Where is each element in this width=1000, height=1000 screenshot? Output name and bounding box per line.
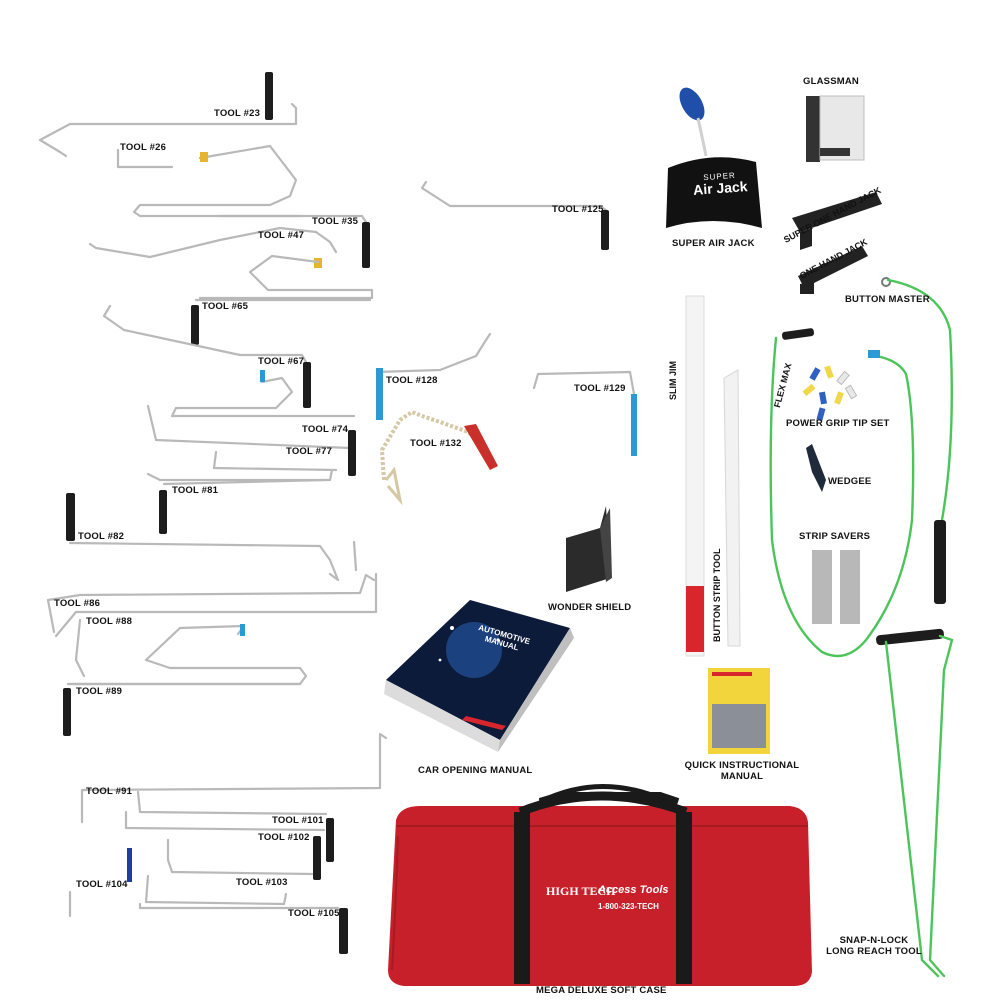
case-brand-left: HIGH TECH	[546, 884, 616, 898]
label-tool-105: TOOL #105	[288, 908, 340, 919]
label-tool-88: TOOL #88	[86, 616, 133, 627]
label-snap-n-lock: SNAP-N-LOCK LONG REACH TOOL	[818, 935, 930, 957]
tool-65	[102, 298, 372, 364]
car-opening-manual	[384, 600, 574, 752]
snap-n-lock-long-reach-tool	[876, 628, 954, 978]
label-tool-129: TOOL #129	[574, 383, 626, 394]
quick-instructional-manual	[708, 668, 770, 754]
label-tool-125: TOOL #125	[552, 204, 604, 215]
tool-81	[159, 478, 328, 534]
label-button-master: BUTTON MASTER	[845, 294, 930, 305]
label-tool-132: TOOL #132	[410, 438, 462, 449]
label-slim-jim: SLIM JIM	[668, 360, 678, 400]
label-power-grip-tip-set: POWER GRIP TIP SET	[786, 418, 890, 429]
power-grip-tip-set	[802, 365, 858, 421]
tool-47	[88, 226, 374, 300]
tool-35	[218, 214, 370, 268]
tool-104	[68, 848, 132, 918]
air-jack-name-text: Air Jack	[692, 178, 749, 198]
tool-103	[144, 874, 288, 906]
label-tool-89: TOOL #89	[76, 686, 123, 697]
button-master	[881, 277, 953, 604]
super-air-jack	[666, 87, 762, 228]
wedgee	[806, 444, 826, 492]
label-tool-104: TOOL #104	[76, 879, 128, 890]
slim-jim	[685, 295, 705, 657]
tool-129	[532, 370, 637, 456]
tool-88	[72, 618, 308, 686]
label-tool-23: TOOL #23	[214, 108, 261, 119]
label-tool-102: TOOL #102	[258, 832, 310, 843]
label-tool-47: TOOL #47	[258, 230, 305, 241]
label-tool-35: TOOL #35	[312, 216, 359, 227]
label-tool-81: TOOL #81	[172, 485, 219, 496]
label-mega-deluxe-soft-case: MEGA DELUXE SOFT CASE	[536, 985, 667, 996]
label-strip-savers: STRIP SAVERS	[799, 531, 871, 542]
label-tool-77: TOOL #77	[286, 446, 333, 457]
tool-86	[46, 572, 378, 638]
tool-91	[80, 732, 388, 824]
tool-101	[124, 810, 334, 862]
tool-125	[420, 180, 609, 250]
label-tool-74: TOOL #74	[302, 424, 349, 435]
label-tool-91: TOOL #91	[86, 786, 133, 797]
button-strip-tool	[723, 369, 741, 647]
label-tool-65: TOOL #65	[202, 301, 249, 312]
one-hand-jack	[798, 246, 868, 294]
label-wonder-shield: WONDER SHIELD	[548, 602, 632, 613]
label-tool-67: TOOL #67	[258, 356, 305, 367]
label-button-strip-tool: BUTTON STRIP TOOL	[712, 548, 722, 642]
tool-67	[170, 362, 356, 418]
label-glassman: GLASSMAN	[803, 76, 859, 87]
label-car-opening-manual: CAR OPENING MANUAL	[418, 765, 533, 776]
tool-102	[166, 836, 321, 880]
tool-105	[138, 902, 348, 954]
label-tool-86: TOOL #86	[54, 598, 101, 609]
mega-deluxe-soft-case	[388, 784, 812, 986]
tool-89	[63, 682, 302, 736]
label-super-air-jack: SUPER AIR JACK	[672, 238, 755, 249]
label-tool-26: TOOL #26	[120, 142, 167, 153]
strip-savers	[812, 550, 860, 624]
tool-74	[146, 404, 356, 476]
label-snap-n-lock-line2: LONG REACH TOOL	[826, 946, 922, 957]
glassman	[806, 95, 865, 162]
label-quick-manual-line1: QUICK INSTRUCTIONAL	[684, 760, 800, 771]
label-quick-manual-line2: MANUAL	[720, 771, 764, 782]
air-jack-print: SUPER Air Jack	[689, 170, 750, 198]
flex-max	[769, 328, 915, 658]
tool-128	[376, 332, 492, 420]
tool-23	[38, 72, 298, 158]
label-tool-101: TOOL #101	[272, 815, 324, 826]
case-phone: 1-800-323-TECH	[598, 902, 659, 911]
tool-77	[146, 468, 334, 482]
label-tool-82: TOOL #82	[78, 531, 125, 542]
label-wedgee: WEDGEE	[828, 476, 872, 487]
label-tool-128: TOOL #128	[386, 375, 438, 386]
tool-26	[116, 144, 302, 218]
label-quick-instructional-manual: QUICK INSTRUCTIONAL MANUAL	[682, 760, 802, 782]
wonder-shield	[566, 506, 612, 592]
label-tool-103: TOOL #103	[236, 877, 288, 888]
tool-132	[379, 409, 498, 506]
tool-82	[66, 493, 358, 582]
case-brand-right: Access Tools	[598, 884, 669, 896]
super-one-hand-jack	[792, 192, 882, 250]
label-snap-n-lock-line1: SNAP-N-LOCK	[839, 935, 909, 946]
